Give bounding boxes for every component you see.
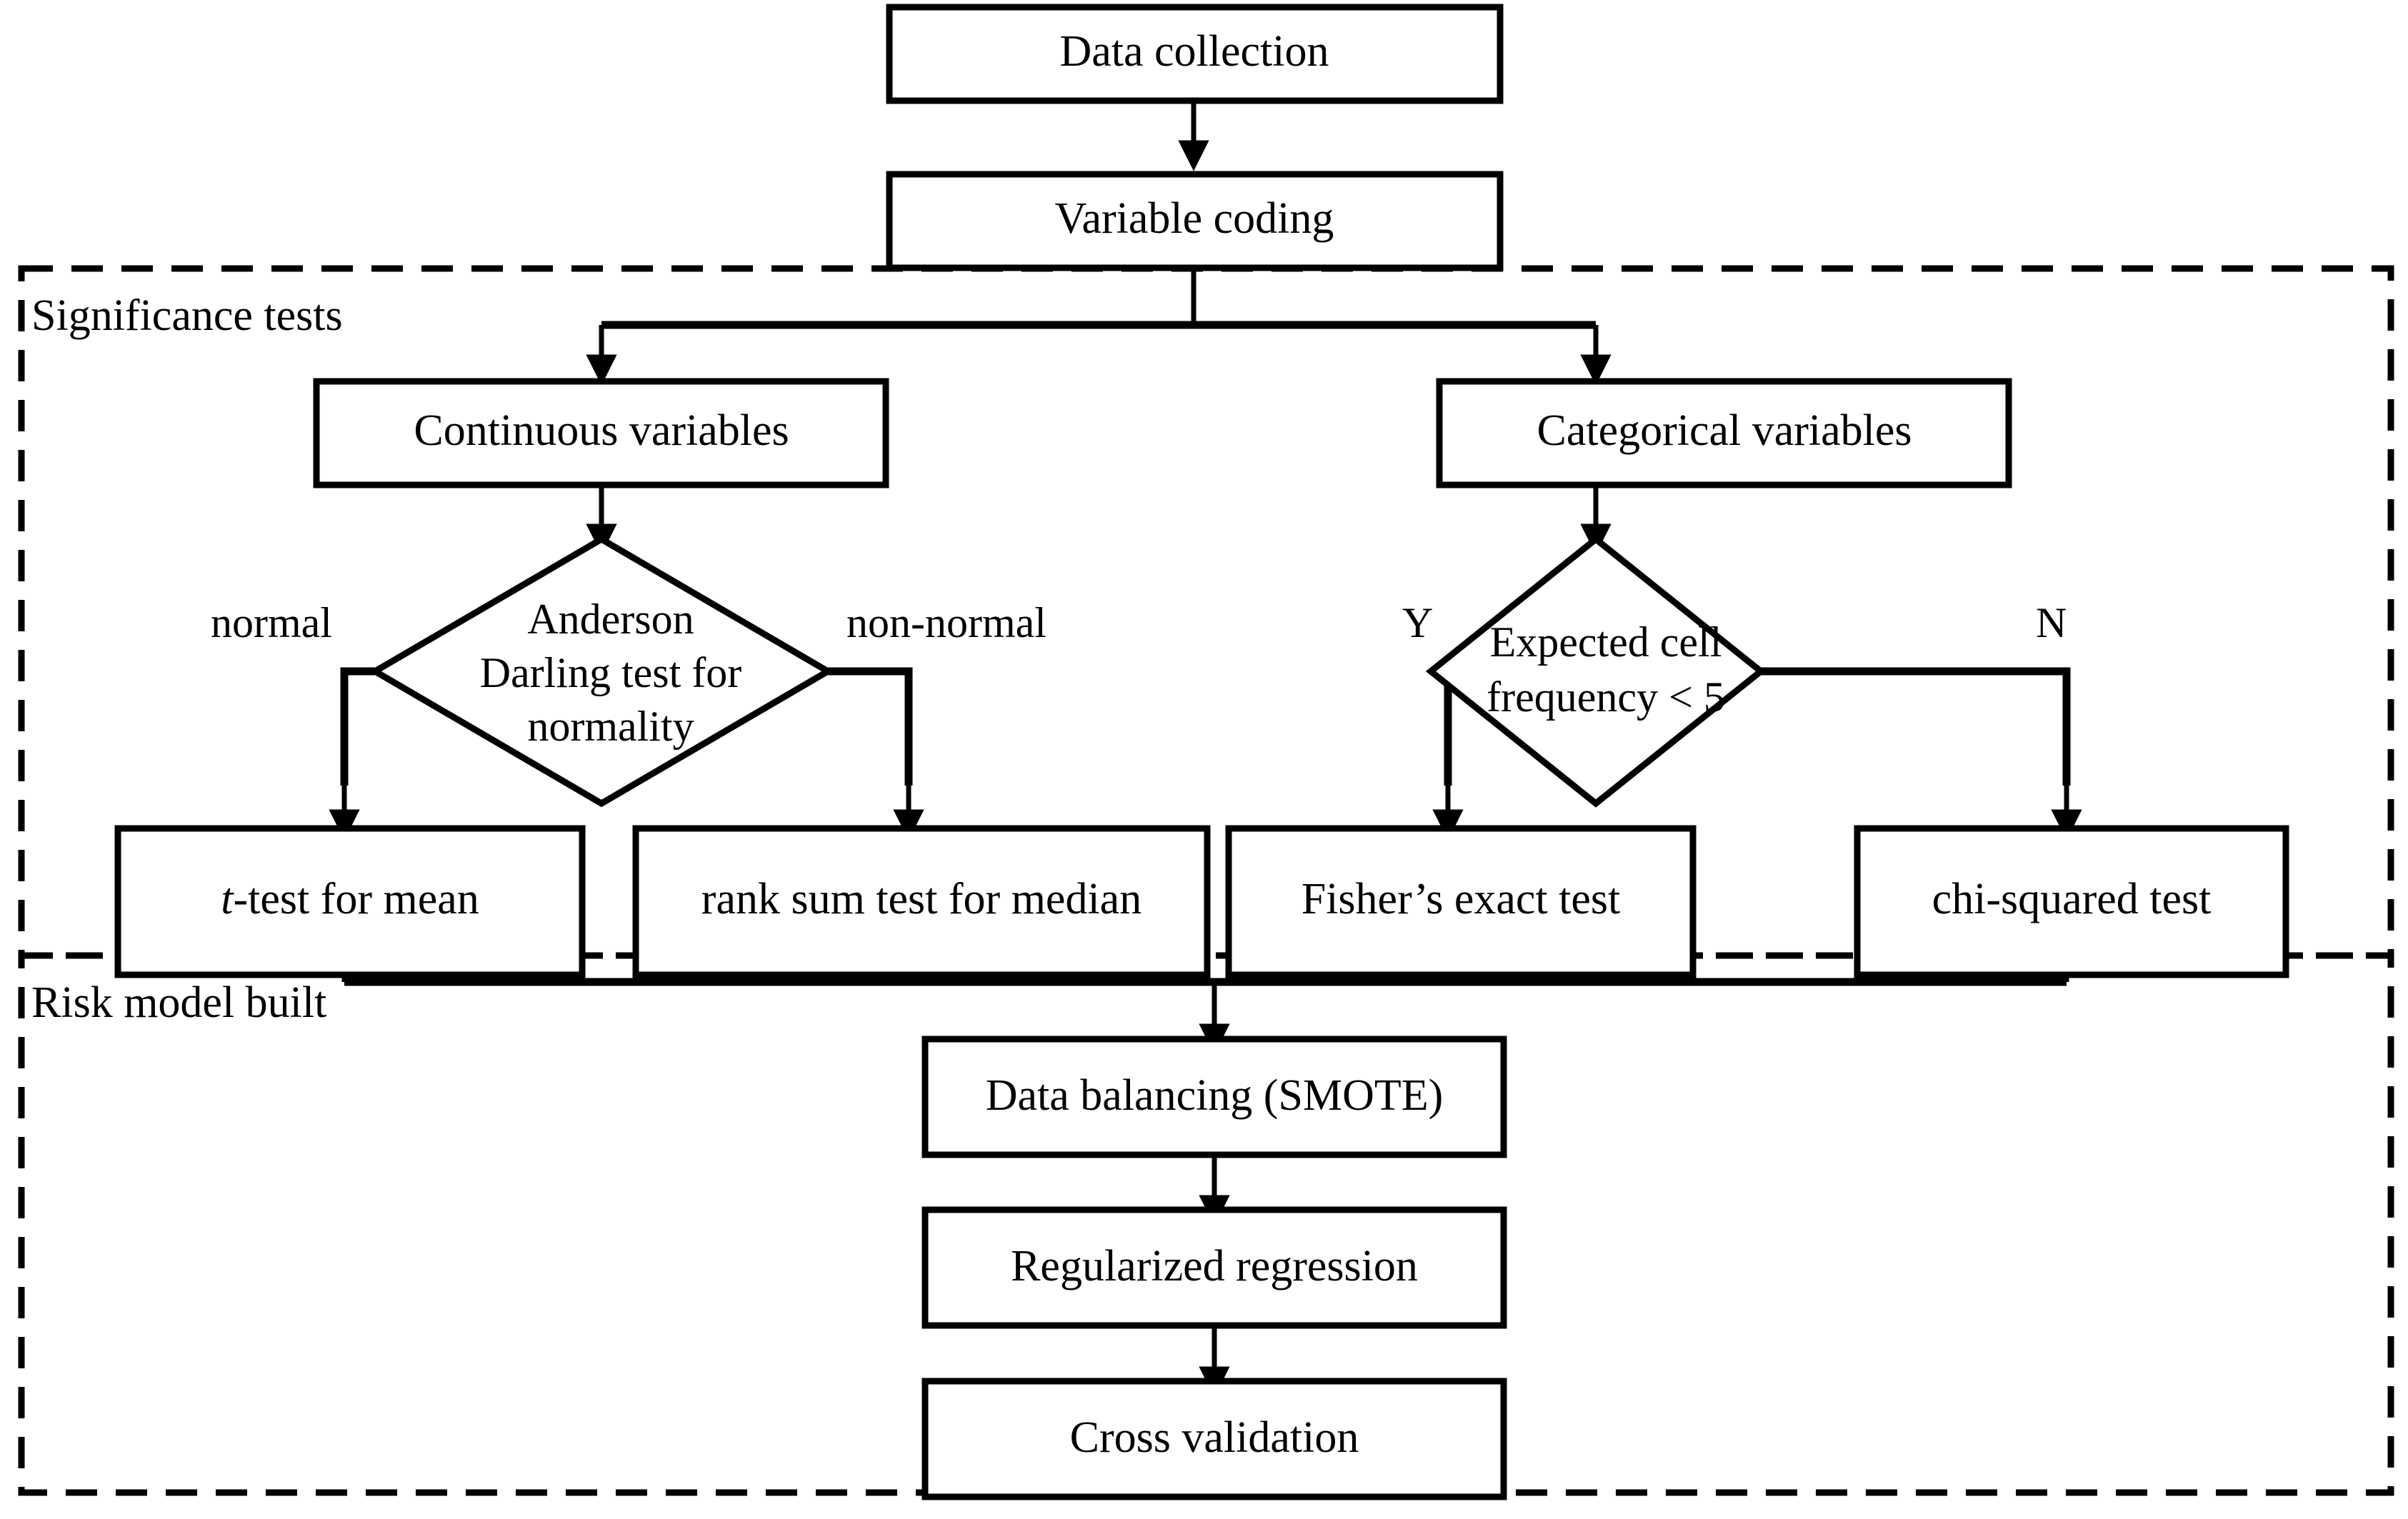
cross-validation-box[interactable]: [921, 1378, 1507, 1500]
connector-no-to-chisquared: [1761, 667, 2082, 841]
cross-validation-label: Cross validation: [1070, 1413, 1359, 1462]
rank-sum-test-box[interactable]: [632, 825, 1211, 978]
expected-cell-frequency-label-line1: Expected cell: [1490, 618, 1722, 666]
node-t-test-for-mean[interactable]: t-test for mean: [114, 825, 586, 978]
node-data-collection[interactable]: Data collection: [886, 4, 1504, 104]
expected-cell-frequency-label-line2: frequency < 5: [1487, 673, 1725, 721]
variable-coding-box[interactable]: [886, 171, 1504, 271]
data-balancing-label: Data balancing (SMOTE): [986, 1071, 1443, 1120]
anderson-darling-label-line3: normality: [527, 703, 694, 750]
fishers-exact-test-box[interactable]: [1225, 825, 1697, 978]
continuous-variables-label: Continuous variables: [414, 406, 789, 455]
t-test-rest: -test for mean: [233, 875, 479, 923]
node-expected-cell-frequency-decision[interactable]: Expected cell frequency < 5: [1425, 535, 1767, 808]
node-continuous-variables[interactable]: Continuous variables: [313, 378, 889, 488]
anderson-darling-label-line1: Anderson: [527, 596, 694, 643]
anderson-darling-label-line2: Darling test for: [480, 649, 742, 696]
connector-normal-to-ttest: [329, 667, 375, 841]
edge-label-normal: normal: [211, 599, 332, 646]
t-test-italic-t: t: [221, 875, 234, 923]
node-chi-squared-test[interactable]: chi-squared test: [1854, 825, 2289, 978]
anderson-darling-diamond[interactable]: [369, 535, 834, 808]
connector-tests-merge-bus: [341, 975, 2069, 1055]
risk-model-built-label: Risk model built: [31, 978, 326, 1027]
categorical-variables-box[interactable]: [1436, 378, 2012, 488]
rank-sum-test-label: rank sum test for median: [701, 875, 1141, 923]
chi-squared-test-label: chi-squared test: [1932, 875, 2212, 923]
node-regularized-regression[interactable]: Regularized regression: [921, 1206, 1507, 1329]
categorical-variables-label: Categorical variables: [1537, 406, 1912, 455]
continuous-variables-box[interactable]: [313, 378, 889, 488]
node-fishers-exact-test[interactable]: Fisher’s exact test: [1225, 825, 1697, 978]
node-variable-coding[interactable]: Variable coding: [886, 171, 1504, 271]
expected-cell-frequency-diamond[interactable]: [1425, 535, 1767, 808]
chi-squared-test-box[interactable]: [1854, 825, 2289, 978]
data-balancing-box[interactable]: [921, 1036, 1507, 1158]
data-collection-label: Data collection: [1060, 27, 1329, 76]
connector-yes-to-fisher: [1431, 667, 1464, 841]
regularized-regression-label: Regularized regression: [1011, 1242, 1418, 1290]
significance-tests-label: Significance tests: [31, 291, 343, 340]
node-data-balancing[interactable]: Data balancing (SMOTE): [921, 1036, 1507, 1158]
node-rank-sum-test[interactable]: rank sum test for median: [632, 825, 1211, 978]
node-categorical-variables[interactable]: Categorical variables: [1436, 378, 2012, 488]
edge-label-no: N: [2036, 599, 2067, 646]
t-test-label: t-test for mean: [221, 875, 479, 923]
fishers-exact-test-label: Fisher’s exact test: [1302, 875, 1621, 923]
variable-coding-label: Variable coding: [1055, 194, 1334, 243]
connector-nonnormal-to-ranksum: [828, 667, 924, 841]
node-cross-validation[interactable]: Cross validation: [921, 1378, 1507, 1500]
t-test-box[interactable]: [114, 825, 586, 978]
connector-coding-split: [586, 268, 1612, 386]
data-collection-box[interactable]: [886, 4, 1504, 104]
edge-label-yes: Y: [1402, 599, 1433, 646]
edge-label-non-normal: non-normal: [846, 599, 1046, 646]
node-anderson-darling-decision[interactable]: Anderson Darling test for normality: [369, 535, 834, 808]
regularized-regression-box[interactable]: [921, 1206, 1507, 1329]
